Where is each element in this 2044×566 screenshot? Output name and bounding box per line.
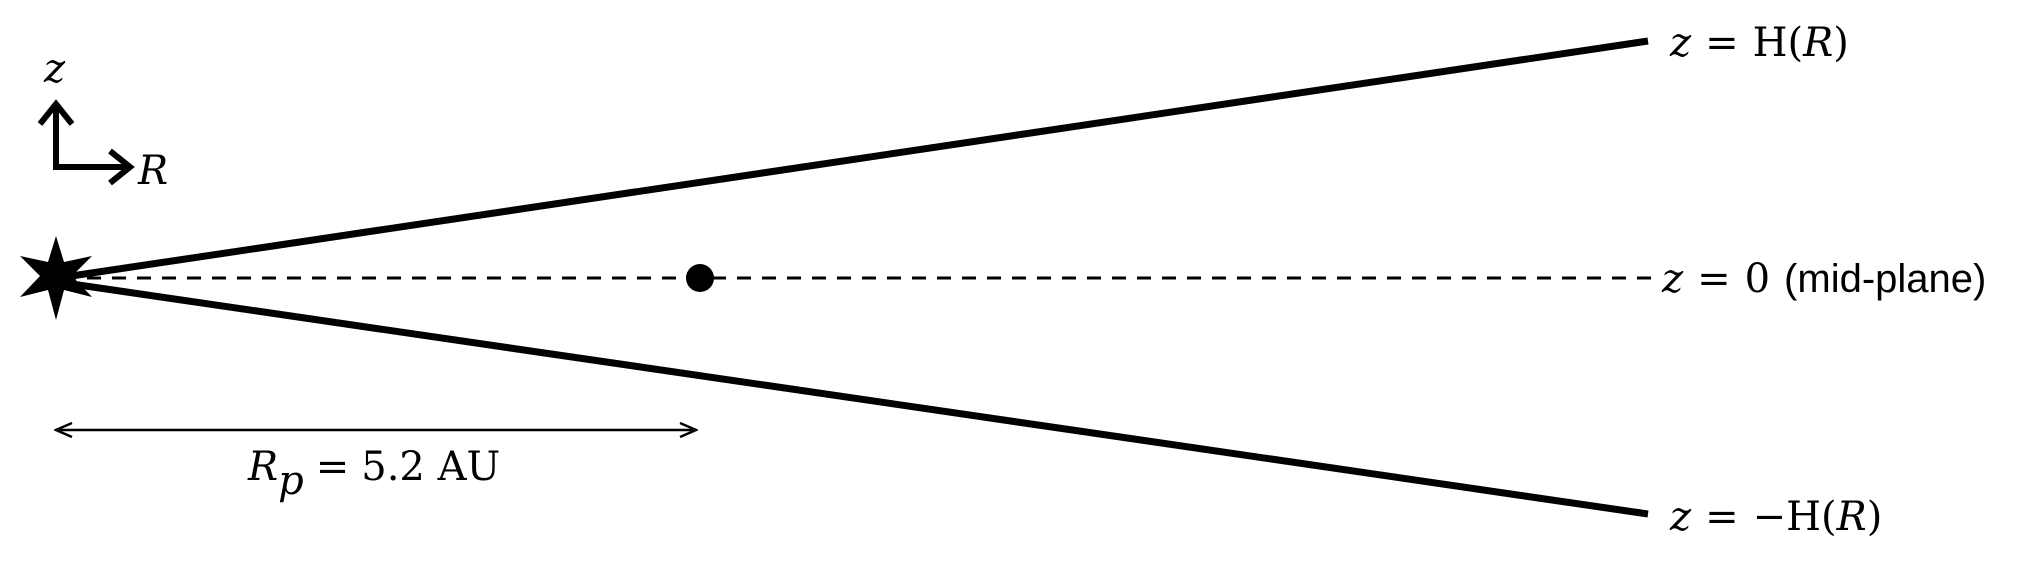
upper-surface-label: z=H(R) (1669, 20, 1849, 66)
r-axis-arrowhead (108, 148, 135, 186)
z-axis-arrowhead (37, 99, 75, 126)
lower-surface-label: z=−H(R) (1669, 494, 1882, 540)
star-icon (20, 236, 92, 320)
upper-disk-surface (57, 37, 1649, 282)
r-axis-label: R (137, 148, 168, 194)
z-axis-label: z (43, 46, 66, 92)
planet-dot (686, 264, 714, 292)
lower-disk-surface (57, 278, 1649, 518)
axes-key: z R (37, 46, 168, 194)
mid-plane-label: z=0(mid-plane) (1661, 256, 1986, 302)
planet-distance-label: Rp=5.2 AU (247, 444, 500, 504)
